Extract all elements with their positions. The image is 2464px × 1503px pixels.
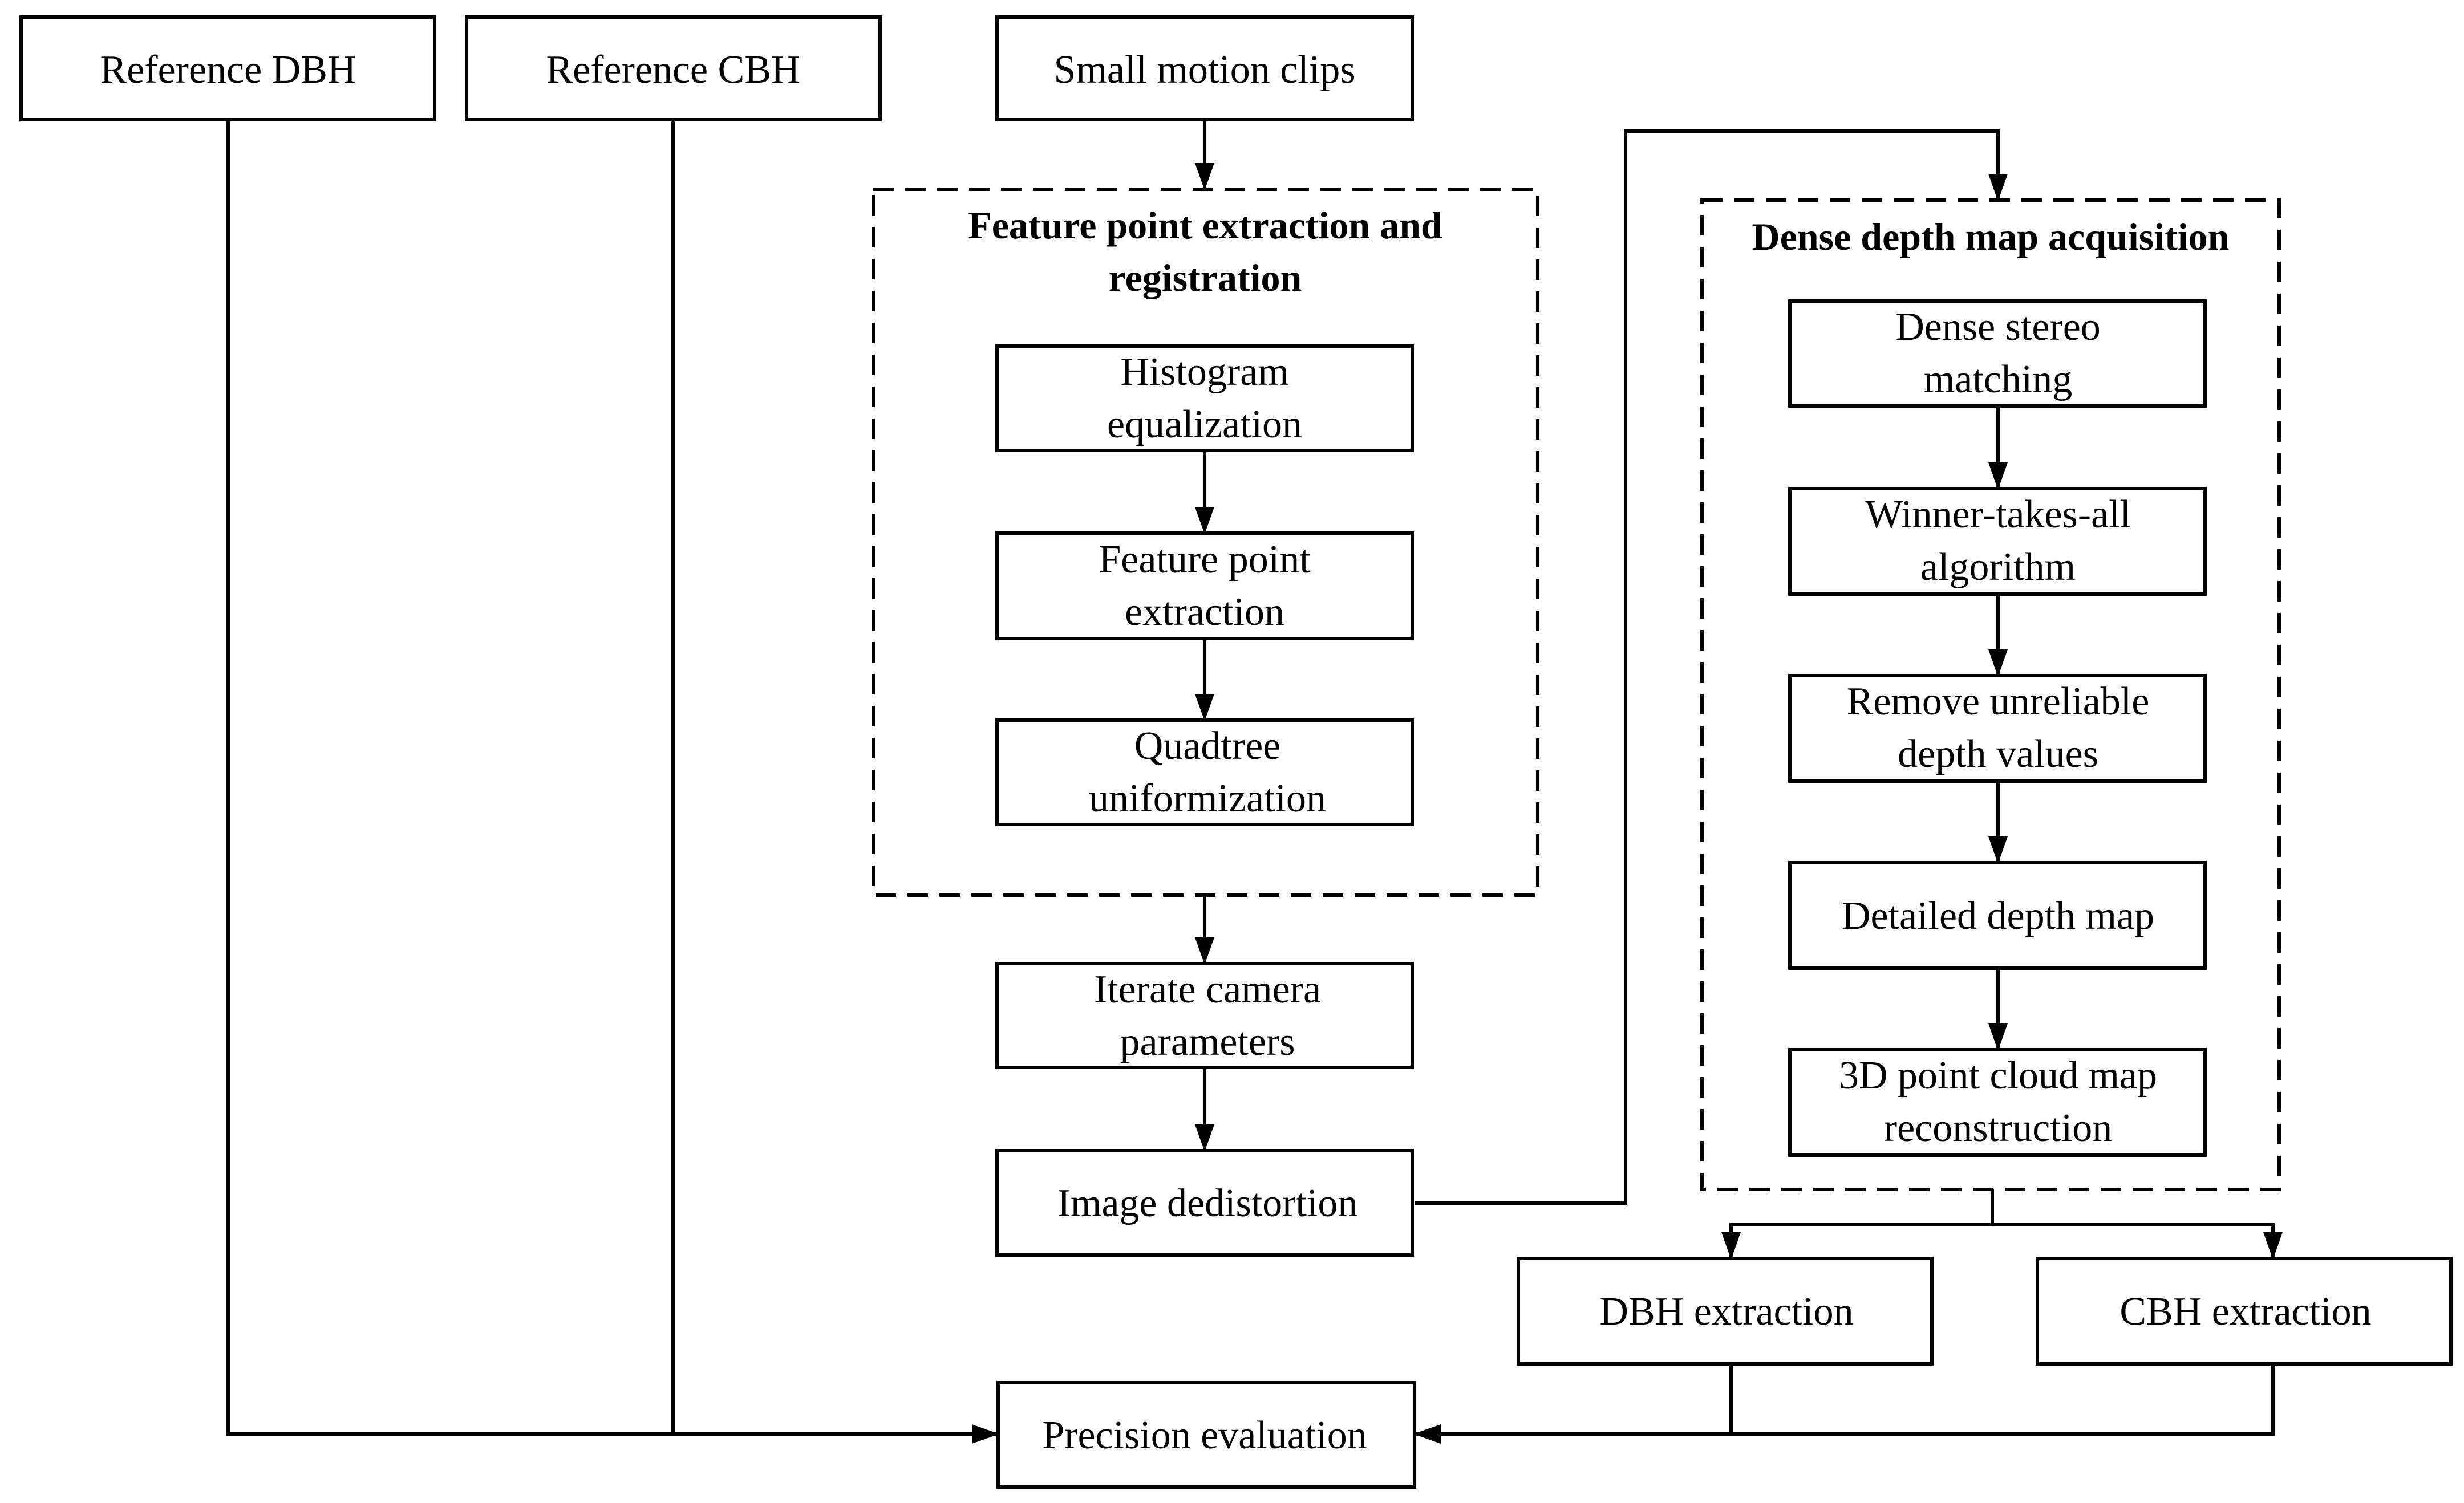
node-reference-dbh: Reference DBH xyxy=(19,15,436,121)
remove-label-line2: depth values xyxy=(1898,732,2098,776)
point-cloud-label-line2: reconstruction xyxy=(1884,1106,2112,1150)
detailed-depth-label: Detailed depth map xyxy=(1842,894,2154,938)
arrow-ref-dbh-to-precision xyxy=(226,120,999,1444)
dense-stereo-label-line1: Dense stereo xyxy=(1895,305,2101,349)
feature-group-title-line2: registration xyxy=(1109,256,1302,299)
arrow-split-to-cbh xyxy=(1992,1223,2283,1260)
iterate-label-line1: Iterate camera xyxy=(1094,968,1321,1012)
image-dedistortion-label: Image dedistortion xyxy=(1057,1181,1358,1225)
node-remove-unreliable: Remove unreliable depth values xyxy=(1788,674,2207,783)
node-quadtree-uniformization: Quadtree uniformization xyxy=(995,718,1414,826)
small-motion-clips-label: Small motion clips xyxy=(1054,48,1356,92)
precision-evaluation-label: Precision evaluation xyxy=(1042,1413,1367,1457)
reference-dbh-label: Reference DBH xyxy=(100,48,356,92)
node-detailed-depth-map: Detailed depth map xyxy=(1788,861,2207,970)
node-dense-stereo-matching: Dense stereo matching xyxy=(1788,299,2207,408)
feature-point-label-line2: extraction xyxy=(1125,590,1284,634)
wta-label-line2: algorithm xyxy=(1920,545,2076,589)
node-small-motion-clips: Small motion clips xyxy=(995,15,1414,121)
iterate-label-line2: parameters xyxy=(1120,1020,1295,1064)
reference-cbh-label: Reference CBH xyxy=(546,48,800,92)
node-cbh-extraction: CBH extraction xyxy=(2036,1257,2453,1366)
quadtree-label-line1: Quadtree xyxy=(1134,724,1281,768)
dense-group-title: Dense depth map acquisition xyxy=(1752,215,2230,258)
remove-label-line1: Remove unreliable xyxy=(1847,680,2150,724)
arrow-dedistortion-to-dense-group xyxy=(1415,129,2008,1205)
node-dbh-extraction: DBH extraction xyxy=(1517,1257,1934,1366)
arrow-split-to-dbh xyxy=(1721,1223,1992,1260)
histogram-label-line2: equalization xyxy=(1107,403,1302,446)
wta-label-line1: Winner-takes-all xyxy=(1865,493,2131,537)
arrow-cbh-to-precision xyxy=(1413,1364,2275,1444)
dbh-extraction-label: DBH extraction xyxy=(1599,1290,1853,1334)
cbh-extraction-label: CBH extraction xyxy=(2119,1290,2371,1334)
node-iterate-camera-parameters: Iterate camera parameters xyxy=(995,962,1414,1069)
node-winner-takes-all: Winner-takes-all algorithm xyxy=(1788,487,2207,596)
node-image-dedistortion: Image dedistortion xyxy=(995,1149,1414,1257)
dense-stereo-label-line2: matching xyxy=(1924,358,2072,401)
histogram-label-line1: Histogram xyxy=(1120,350,1289,394)
node-reference-cbh: Reference CBH xyxy=(465,15,882,121)
feature-point-label-line1: Feature point xyxy=(1099,538,1311,582)
connectors xyxy=(226,120,2283,1444)
point-cloud-label-line1: 3D point cloud map xyxy=(1839,1054,2157,1098)
node-histogram-equalization: Histogram equalization xyxy=(995,344,1414,452)
feature-group-title-line1: Feature point extraction and xyxy=(968,204,1442,247)
node-feature-point-extraction: Feature point extraction xyxy=(995,531,1414,640)
node-point-cloud-reconstruction: 3D point cloud map reconstruction xyxy=(1788,1048,2207,1157)
node-precision-evaluation: Precision evaluation xyxy=(996,1381,1416,1489)
quadtree-label-line2: uniformization xyxy=(1089,777,1326,820)
